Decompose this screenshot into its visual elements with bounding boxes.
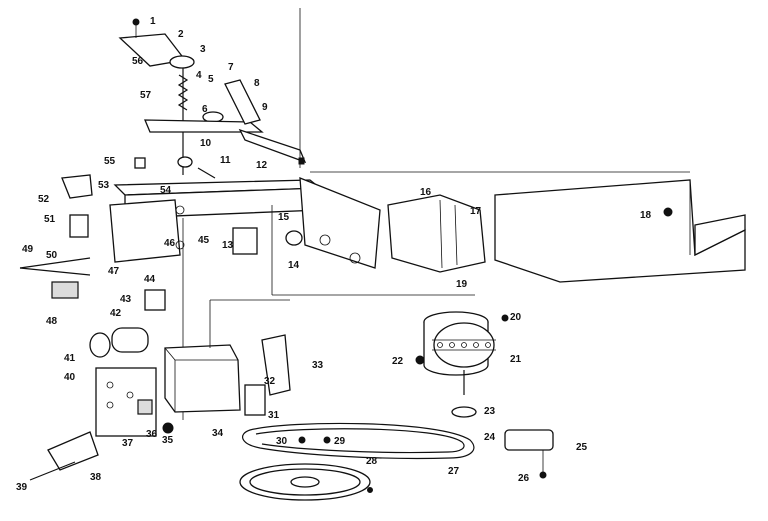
- callout-24: 24: [484, 432, 496, 443]
- callout-53: 53: [98, 180, 110, 191]
- callout-49: 49: [22, 244, 34, 255]
- callout-21: 21: [510, 354, 522, 365]
- callout-34: 34: [212, 428, 224, 439]
- callout-54: 54: [160, 185, 172, 196]
- callout-8: 8: [254, 78, 260, 89]
- callout-57: 57: [140, 90, 152, 101]
- callout-28: 28: [366, 456, 378, 467]
- callout-19: 19: [456, 279, 468, 290]
- cover-and-housing: [387, 179, 746, 283]
- callout-1: 1: [150, 16, 156, 27]
- callout-3: 3: [200, 44, 206, 55]
- main-frame: [109, 171, 690, 296]
- callout-20: 20: [510, 312, 522, 323]
- center-chassis: [162, 218, 291, 434]
- callout-52: 52: [38, 194, 50, 205]
- callout-36: 36: [146, 429, 158, 440]
- callout-40: 40: [64, 372, 76, 383]
- callout-15: 15: [278, 212, 290, 223]
- callout-32: 32: [264, 376, 276, 387]
- callout-25: 25: [576, 442, 588, 453]
- callout-2: 2: [178, 29, 184, 40]
- callout-56: 56: [132, 56, 144, 67]
- callout-33: 33: [312, 360, 324, 371]
- callout-43: 43: [120, 294, 132, 305]
- motor-assembly: [415, 294, 554, 479]
- callout-16: 16: [420, 187, 432, 198]
- callout-51: 51: [44, 214, 56, 225]
- callout-47: 47: [108, 266, 120, 277]
- callout-18: 18: [640, 210, 652, 221]
- callout-45: 45: [198, 235, 210, 246]
- callout-55: 55: [104, 156, 116, 167]
- part-callouts: 1 2 3 4 5 6 7 8 9 10 11 12 13 14 15 16 1…: [16, 16, 652, 493]
- callout-12: 12: [256, 160, 268, 171]
- callout-48: 48: [46, 316, 58, 327]
- callout-29: 29: [334, 436, 346, 447]
- callout-30: 30: [276, 436, 288, 447]
- callout-50: 50: [46, 250, 58, 261]
- callout-10: 10: [200, 138, 212, 149]
- left-side-parts: [19, 174, 166, 481]
- callout-5: 5: [208, 74, 214, 85]
- upper-bracket-assembly: [118, 8, 307, 179]
- callout-14: 14: [288, 260, 300, 271]
- callout-41: 41: [64, 353, 76, 364]
- callout-37: 37: [122, 438, 134, 449]
- callout-22: 22: [392, 356, 404, 367]
- callout-23: 23: [484, 406, 496, 417]
- callout-27: 27: [448, 466, 460, 477]
- callout-38: 38: [90, 472, 102, 483]
- callout-4: 4: [196, 70, 202, 81]
- callout-6: 6: [202, 104, 208, 115]
- callout-26: 26: [518, 473, 530, 484]
- belt-and-pulley: [239, 422, 475, 501]
- callout-35: 35: [162, 435, 174, 446]
- callout-39: 39: [16, 482, 28, 493]
- callout-17: 17: [470, 206, 482, 217]
- callout-44: 44: [144, 274, 156, 285]
- callout-11: 11: [220, 155, 231, 166]
- callout-9: 9: [262, 102, 268, 113]
- callout-13: 13: [222, 240, 234, 251]
- callout-31: 31: [268, 410, 280, 421]
- callout-46: 46: [164, 238, 176, 249]
- callout-42: 42: [110, 308, 122, 319]
- callout-7: 7: [228, 62, 234, 73]
